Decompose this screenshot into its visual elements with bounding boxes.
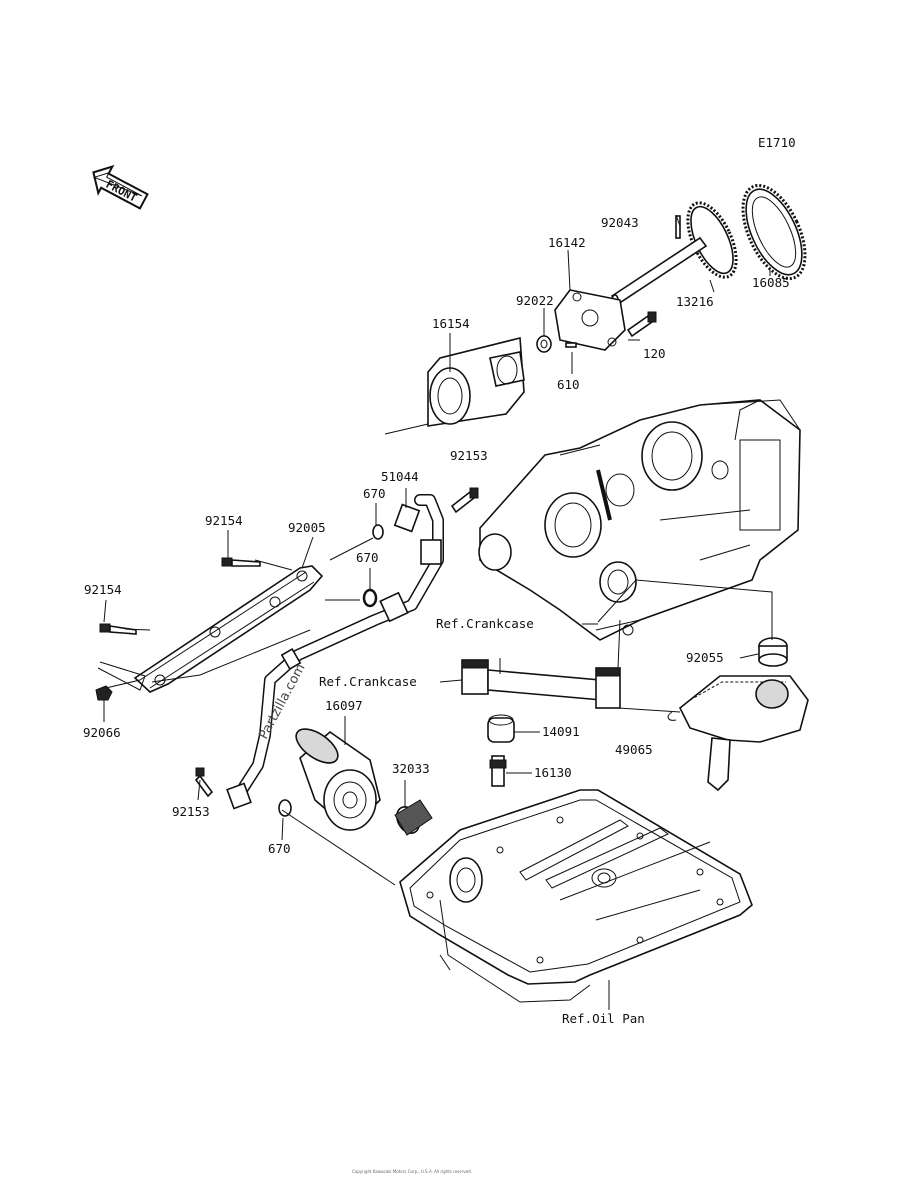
copyright-text: Copyright Kawasaki Motors Corp., U.S.A. … xyxy=(352,1169,472,1174)
front-arrow-icon: FRONT xyxy=(92,164,149,210)
nut-92066 xyxy=(95,685,113,701)
label-16130: 16130 xyxy=(534,765,572,780)
leader-lines-misc xyxy=(103,214,771,1010)
leader-lines-right xyxy=(597,579,773,713)
bolt-120 xyxy=(626,311,657,338)
nipple-16130 xyxy=(489,755,507,787)
pin-610 xyxy=(565,342,577,348)
label-51044: 51044 xyxy=(381,469,419,484)
label-92005: 92005 xyxy=(288,520,326,535)
label-16154: 16154 xyxy=(432,316,470,331)
label-92153-top: 92153 xyxy=(450,448,488,463)
label-49065: 49065 xyxy=(615,742,653,757)
label-610: 610 xyxy=(557,377,580,392)
label-92154-a: 92154 xyxy=(205,513,243,528)
label-92153-bottom: 92153 xyxy=(172,804,210,819)
oil-pipe-51044 xyxy=(226,494,444,810)
label-92043: 92043 xyxy=(601,215,639,230)
label-670-a: 670 xyxy=(363,486,386,501)
bolt-92153-top xyxy=(450,487,479,514)
leader-lines xyxy=(97,537,396,886)
crankcase-reference xyxy=(478,399,801,641)
label-16097: 16097 xyxy=(325,698,363,713)
washer-92022 xyxy=(536,335,552,353)
label-13216: 13216 xyxy=(676,294,714,309)
label-92055: 92055 xyxy=(686,650,724,665)
pump-cover-16142 xyxy=(554,289,626,351)
oil-filter-16097 xyxy=(295,728,381,832)
label-32033: 32033 xyxy=(392,761,430,776)
diagram-code: E1710 xyxy=(758,135,796,150)
label-92154-b: 92154 xyxy=(84,582,122,597)
collar-14091 xyxy=(487,714,515,743)
o-ring-670-b xyxy=(362,588,378,608)
pipe-32033 xyxy=(394,799,433,836)
ref-crankcase-1: Ref.Crankcase xyxy=(436,616,534,631)
label-16085: 16085 xyxy=(752,275,790,290)
label-92066: 92066 xyxy=(83,725,121,740)
drive-gear-16085 xyxy=(741,183,807,281)
bolt-92154-a xyxy=(221,557,261,567)
plug-92055 xyxy=(758,637,788,667)
strainer-49065 xyxy=(667,675,809,792)
o-ring-670-a xyxy=(372,524,384,540)
label-16142: 16142 xyxy=(548,235,586,250)
pump-shaft-13216 xyxy=(610,201,738,306)
label-92022: 92022 xyxy=(516,293,554,308)
bypass-pipe xyxy=(461,658,621,709)
label-14091: 14091 xyxy=(542,724,580,739)
label-120: 120 xyxy=(643,346,666,361)
label-670-c: 670 xyxy=(268,841,291,856)
label-670-b: 670 xyxy=(356,550,379,565)
ref-crankcase-2: Ref.Crankcase xyxy=(319,674,417,689)
o-ring-670-c xyxy=(278,799,292,817)
oil-pan-reference xyxy=(399,789,753,1003)
rotor-assy-16154 xyxy=(384,336,525,435)
ref-oil-pan: Ref.Oil Pan xyxy=(562,1011,645,1026)
